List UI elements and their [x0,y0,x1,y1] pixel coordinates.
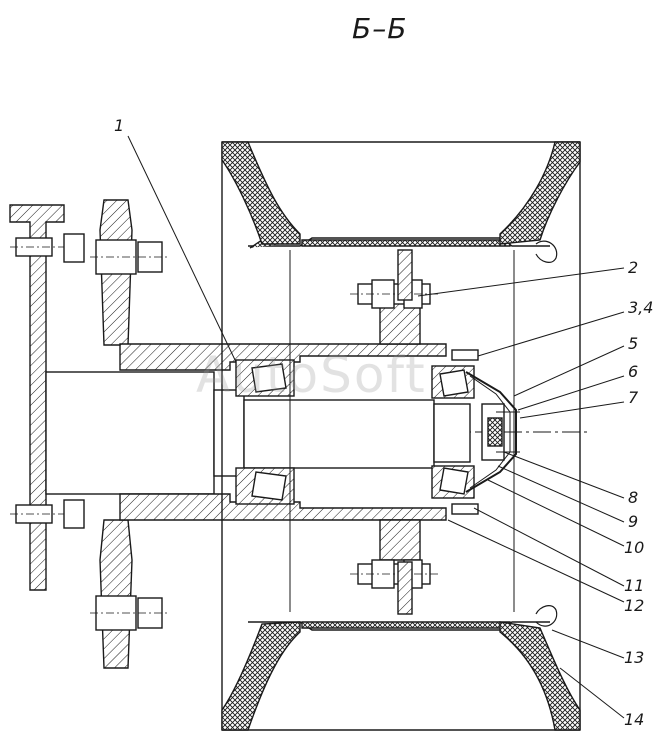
callout-9: 9 [628,512,639,531]
callout-13: 13 [624,648,645,667]
cap-bolt-top [451,349,479,361]
sprocket [90,199,170,669]
callout-8: 8 [628,488,639,507]
axle-shaft [45,371,471,495]
wheel-bolt-top [350,279,440,309]
cap-bolt-bottom [451,503,479,515]
hub-cap [465,371,520,493]
wheel-disc-bottom [397,561,413,615]
lock-ring-top [535,240,558,263]
mounting-plate [9,204,85,591]
section-title: Б–Б [352,12,408,45]
wheel-bolt-bottom [350,559,440,589]
callout-2: 2 [628,258,639,277]
outer-bearing [431,365,475,499]
callout-11: 11 [624,576,645,595]
inner-bearing [235,359,295,505]
callout-5: 5 [628,334,639,353]
hub-housing [119,299,447,561]
callout-12: 12 [624,596,645,615]
callout-1: 1 [114,116,125,135]
wheel-disc-top [397,249,413,301]
callout-3-4: 3,4 [628,298,654,317]
callout-10: 10 [624,538,645,557]
tire-top [221,141,581,245]
lock-ring-bottom [535,605,558,627]
callout-7: 7 [628,388,639,407]
tire-bottom [221,621,581,731]
callout-14: 14 [624,710,645,729]
leader-lines [127,135,625,719]
callout-6: 6 [628,362,639,381]
